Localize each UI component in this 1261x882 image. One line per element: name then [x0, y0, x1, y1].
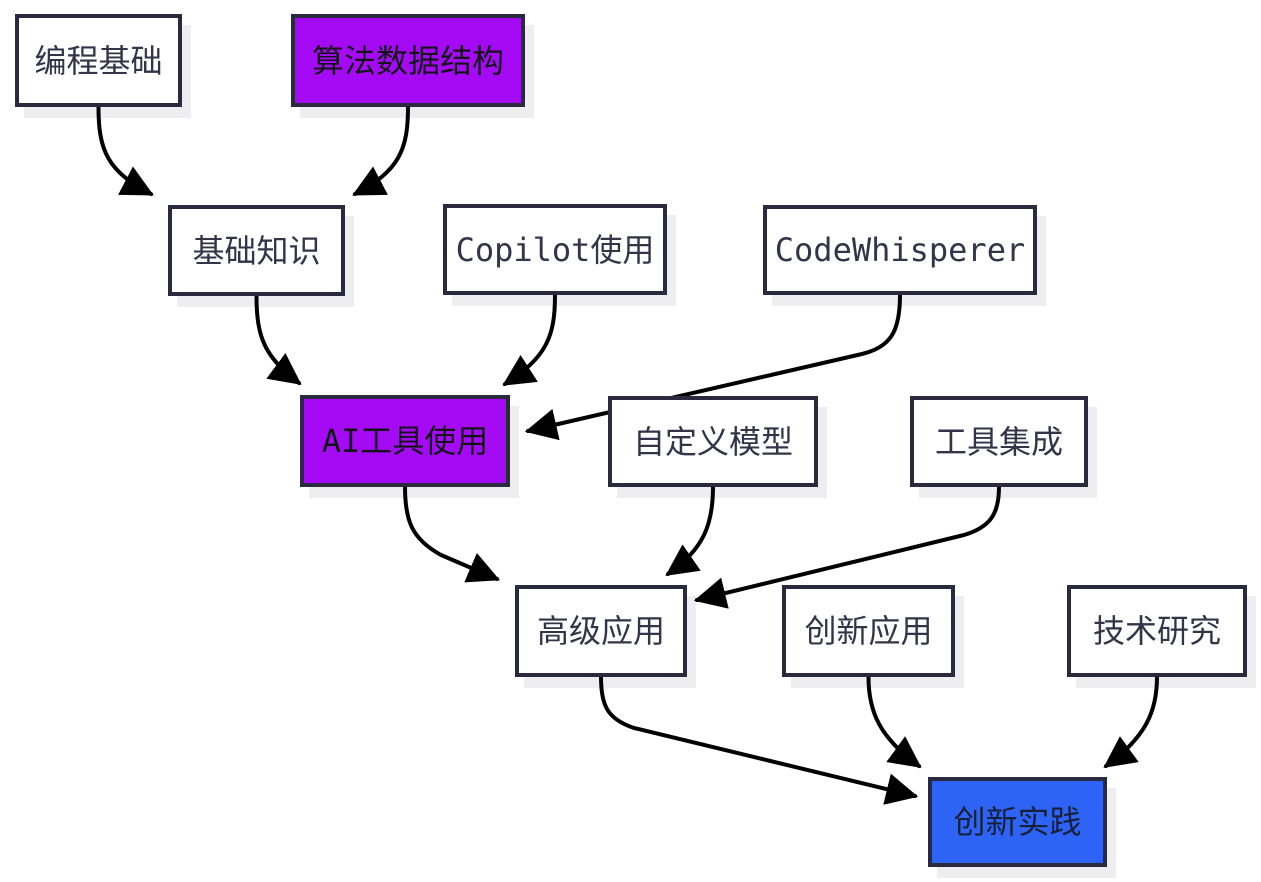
node-label: CodeWhisperer — [774, 231, 1026, 269]
node-technical-research: 技术研究 — [1067, 585, 1247, 677]
node-label: 创新实践 — [953, 803, 1082, 841]
node-ai-tool-usage: AI工具使用 — [300, 395, 510, 487]
edge-K-L — [1103, 675, 1159, 768]
node-label: 高级应用 — [536, 612, 665, 650]
node-codewhisperer: CodeWhisperer — [763, 205, 1037, 295]
node-fundamentals: 基础知识 — [168, 205, 345, 296]
edge-B-C — [352, 105, 410, 196]
node-label: AI工具使用 — [321, 422, 489, 460]
node-innovation-practice: 创新实践 — [928, 777, 1107, 867]
node-label: 算法数据结构 — [311, 41, 504, 80]
node-algorithms-data-structures: 算法数据结构 — [291, 14, 525, 107]
edge-H-I — [693, 485, 1001, 609]
node-tool-integration: 工具集成 — [910, 396, 1088, 487]
node-label: Copilot使用 — [455, 230, 655, 269]
edge-J-L — [866, 675, 922, 768]
node-innovative-applications: 创新应用 — [782, 585, 955, 677]
node-custom-models: 自定义模型 — [608, 396, 818, 487]
node-label: 创新应用 — [804, 612, 933, 650]
node-label: 工具集成 — [934, 422, 1063, 461]
node-advanced-applications: 高级应用 — [515, 585, 687, 677]
edge-F-I — [403, 485, 500, 583]
node-label: 技术研究 — [1092, 612, 1221, 650]
node-label: 编程基础 — [34, 41, 163, 80]
edge-C-F — [254, 294, 302, 385]
node-label: 自定义模型 — [632, 422, 793, 461]
edge-I-L — [599, 675, 919, 805]
node-label: 基础知识 — [192, 231, 321, 270]
node-programming-basics: 编程基础 — [15, 14, 182, 107]
edge-D-F — [502, 293, 557, 386]
node-copilot-usage: Copilot使用 — [443, 204, 667, 295]
edge-A-C — [96, 105, 154, 196]
edge-G-I — [665, 485, 715, 576]
